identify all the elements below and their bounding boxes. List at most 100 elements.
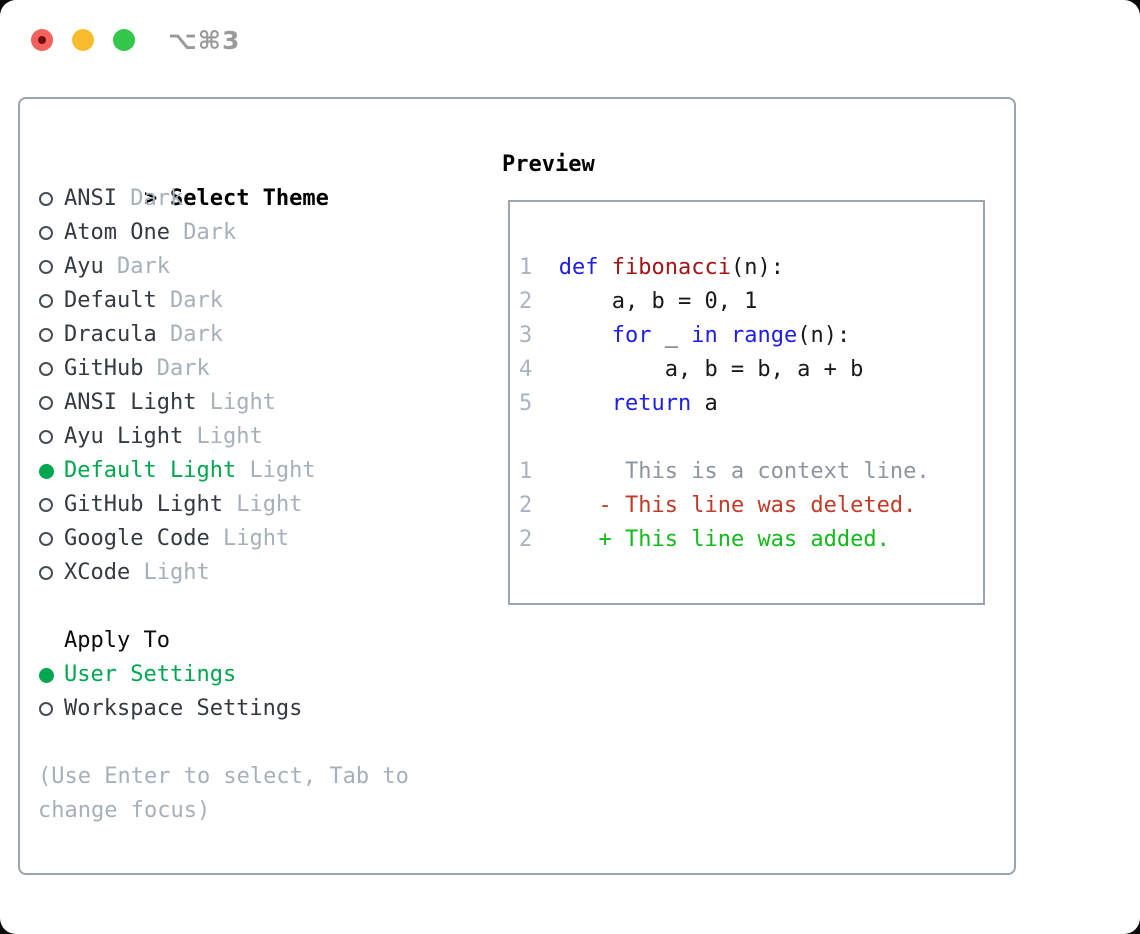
code-token: for [611,323,652,348]
theme-variant-label: Dark [156,356,210,381]
spacer [38,590,498,624]
theme-name: Google Code [64,526,210,551]
code-line: 5 return a [519,387,930,421]
radio-unselected-icon [39,532,53,546]
theme-option[interactable]: GitHub Light Light [38,488,498,522]
radio-selected-icon [39,463,54,479]
line-number: 1 [519,459,559,484]
theme-variant-label: Light [249,458,316,483]
zoom-button[interactable] [113,29,135,51]
line-number: 2 [519,527,559,552]
radio-unselected-icon [39,362,53,376]
close-button-inner-dot [38,36,46,44]
code-token: a, b = b, a + b [558,357,864,382]
apply-to-option[interactable]: Workspace Settings [38,692,498,726]
theme-variant-label: Light [209,390,276,415]
theme-variant-label: Dark [169,288,223,313]
theme-option[interactable]: Dracula Dark [38,318,498,352]
code-token: return [611,391,692,416]
theme-name: GitHub Light [64,492,223,517]
code-token: fibonacci [611,255,731,280]
code-token: a [691,391,718,416]
theme-option[interactable]: XCode Light [38,556,498,590]
radio-selected-icon [39,667,54,683]
theme-variant-label: Light [196,424,263,449]
radio-unselected-icon [39,498,53,512]
help-text-line: (Use Enter to select, Tab to [38,764,409,789]
theme-variant-label: Light [222,526,290,551]
theme-name: Dracula [64,322,157,347]
theme-option[interactable]: Default Dark [38,284,498,318]
theme-option[interactable]: Ayu Light Light [38,420,498,454]
apply-to-label: User Settings [64,662,237,687]
theme-name: Ayu Light [64,424,184,449]
theme-picker-header: > Select Theme [38,148,498,211]
code-line: 2 - This line was deleted. [519,489,930,523]
window-title-shortcut: ⌥⌘3 [168,26,241,55]
theme-variant-label: Dark [169,322,223,347]
radio-unselected-icon [39,226,53,240]
code-token: + This line was added. [598,527,890,552]
line-number: 2 [519,493,559,518]
radio-unselected-icon [39,192,53,206]
theme-variant-label: Light [236,492,303,517]
theme-name: XCode [64,560,131,585]
radio-unselected-icon [39,430,53,444]
line-number: 5 [519,391,559,416]
code-token: range [730,323,798,348]
radio-unselected-icon [39,396,53,410]
radio-unselected-icon [39,702,53,716]
theme-picker-title: Select Theme [169,186,329,211]
theme-name: Default Light [64,458,237,483]
line-number: 1 [519,255,559,280]
code-token [559,493,599,518]
radio-unselected-icon [39,260,53,274]
code-token: - This line was deleted. [598,493,917,518]
code-token [559,323,612,348]
theme-option[interactable]: Google Code Light [38,522,498,556]
line-number [519,425,559,450]
theme-name: Ayu [64,254,104,279]
code-token: This is a context line. [558,459,930,484]
radio-unselected-icon [39,328,53,342]
code-line: 1 def fibonacci(n): [519,251,930,285]
line-number: 2 [519,289,559,314]
apply-to-option[interactable]: User Settings [38,658,498,692]
code-token: def [558,255,599,280]
minimize-button[interactable] [72,29,94,51]
theme-name: Default [64,288,157,313]
close-button[interactable] [31,29,53,51]
code-line: 4 a, b = b, a + b [519,353,930,387]
code-token: _ [651,323,692,348]
theme-variant-label: Dark [183,220,237,245]
radio-unselected-icon [39,294,53,308]
code-token: (n): [797,323,851,348]
code-token [559,527,599,552]
code-line: 2 + This line was added. [519,523,930,557]
code-token [718,323,731,348]
theme-variant-label: Dark [117,254,170,279]
preview-title: Preview [502,152,595,177]
theme-name: ANSI [64,186,117,211]
code-line: 1 This is a context line. [519,455,930,489]
theme-option[interactable]: Ayu Dark [38,250,498,284]
code-line: 2 a, b = 0, 1 [519,285,930,319]
prompt-cursor: > [143,186,158,211]
apply-to-title: Apply To [64,628,170,653]
theme-option[interactable]: Default Light Light [38,454,498,488]
apply-to-label: Workspace Settings [64,696,303,721]
theme-variant-label: Light [143,560,210,585]
code-token: (n): [730,255,784,280]
